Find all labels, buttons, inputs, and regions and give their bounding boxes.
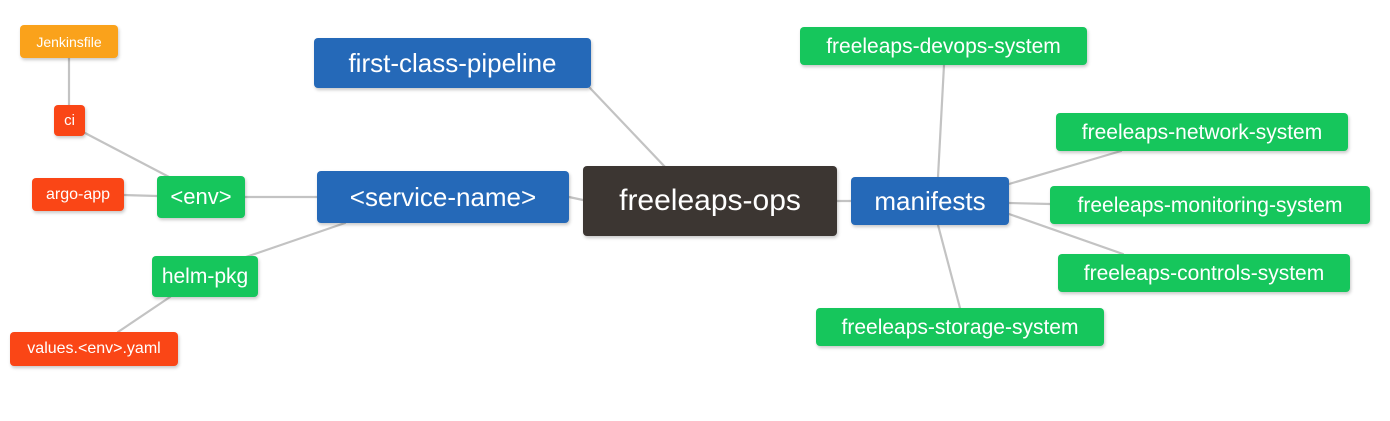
node-freeleaps-ops[interactable]: freeleaps-ops xyxy=(583,166,837,236)
node-label: freeleaps-monitoring-system xyxy=(1077,193,1343,217)
node-freeleaps-controls-system[interactable]: freeleaps-controls-system xyxy=(1058,254,1350,292)
node-service-name[interactable]: <service-name> xyxy=(317,171,569,223)
node-values-yaml[interactable]: values.<env>.yaml xyxy=(10,332,178,366)
edge-manifests-devops xyxy=(936,63,946,179)
node-freeleaps-devops-system[interactable]: freeleaps-devops-system xyxy=(800,27,1087,65)
node-label: first-class-pipeline xyxy=(348,48,557,78)
node-helm-pkg[interactable]: helm-pkg xyxy=(152,256,258,297)
edge-argo-env xyxy=(122,193,159,198)
node-label: values.<env>.yaml xyxy=(27,340,161,357)
edge-manifests-monitoring xyxy=(1007,201,1052,206)
node-env[interactable]: <env> xyxy=(157,176,245,218)
node-freeleaps-storage-system[interactable]: freeleaps-storage-system xyxy=(816,308,1104,346)
node-label: freeleaps-storage-system xyxy=(841,315,1079,339)
node-label: argo-app xyxy=(45,185,111,203)
node-label: <service-name> xyxy=(349,182,537,212)
edge-manifests-network xyxy=(1007,149,1123,186)
node-freeleaps-network-system[interactable]: freeleaps-network-system xyxy=(1056,113,1348,151)
node-label: ci xyxy=(64,112,75,129)
node-label: <env> xyxy=(170,184,232,209)
node-label: helm-pkg xyxy=(161,265,249,288)
edge-ci-env xyxy=(83,131,173,180)
node-argo-app[interactable]: argo-app xyxy=(32,178,124,211)
node-label: freeleaps-network-system xyxy=(1081,120,1323,144)
edge-service-root xyxy=(567,195,585,202)
edge-helm-values xyxy=(116,295,172,334)
edge-service-helm xyxy=(241,221,347,260)
node-first-class-pipeline[interactable]: first-class-pipeline xyxy=(314,38,591,88)
node-ci[interactable]: ci xyxy=(54,105,85,136)
node-label: Jenkinsfile xyxy=(36,33,102,50)
node-label: freeleaps-devops-system xyxy=(826,34,1061,58)
edge-pipeline-root xyxy=(588,86,668,170)
node-freeleaps-monitoring-system[interactable]: freeleaps-monitoring-system xyxy=(1050,186,1370,224)
node-label: freeleaps-controls-system xyxy=(1083,261,1325,285)
node-label: freeleaps-ops xyxy=(619,184,801,217)
node-manifests[interactable]: manifests xyxy=(851,177,1009,225)
node-label: manifests xyxy=(874,186,986,216)
edge-manifests-storage xyxy=(936,223,962,310)
node-jenkinsfile[interactable]: Jenkinsfile xyxy=(20,25,118,58)
